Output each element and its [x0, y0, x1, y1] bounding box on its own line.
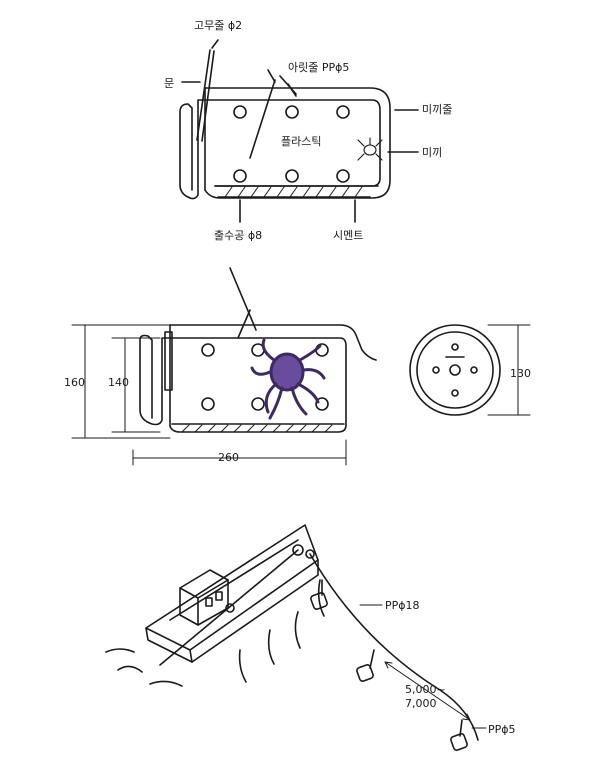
pot-side-view [179, 39, 419, 223]
label-branch: PPϕ5 [488, 723, 516, 736]
label-drain-hole: 출수공 ϕ8 [214, 229, 263, 242]
label-bait-line: 미끼줄 [422, 103, 453, 116]
pot-end-view [409, 324, 501, 416]
pot-dimension-view [139, 267, 377, 433]
label-main-line: PPϕ18 [385, 599, 420, 612]
label-branch-line: 아릿줄 PPϕ5 [288, 61, 350, 74]
label-door: 문 [164, 77, 175, 90]
cement-layer [214, 185, 379, 198]
label-cement: 시멘트 [333, 229, 364, 242]
label-plastic: 플라스틱 [281, 135, 322, 148]
bait-crab [357, 137, 383, 161]
dimension-lines [71, 324, 531, 466]
drain-holes [233, 105, 350, 183]
label-spacing-top: 5,000~ [405, 683, 446, 696]
dim-length: 260 [218, 451, 239, 464]
dim-height-outer: 160 [64, 376, 85, 389]
label-bait: 미끼 [422, 146, 443, 159]
octopus-figure [250, 338, 326, 420]
label-spacing-bottom: 7,000 [405, 697, 437, 710]
pot-body-outline [204, 87, 391, 199]
door-plate [196, 49, 215, 142]
label-rubber-cord: 고무줄 ϕ2 [194, 19, 243, 32]
dim-diameter: 130 [510, 367, 531, 380]
dim-height-inner: 140 [108, 376, 129, 389]
boat-and-line [105, 524, 487, 751]
